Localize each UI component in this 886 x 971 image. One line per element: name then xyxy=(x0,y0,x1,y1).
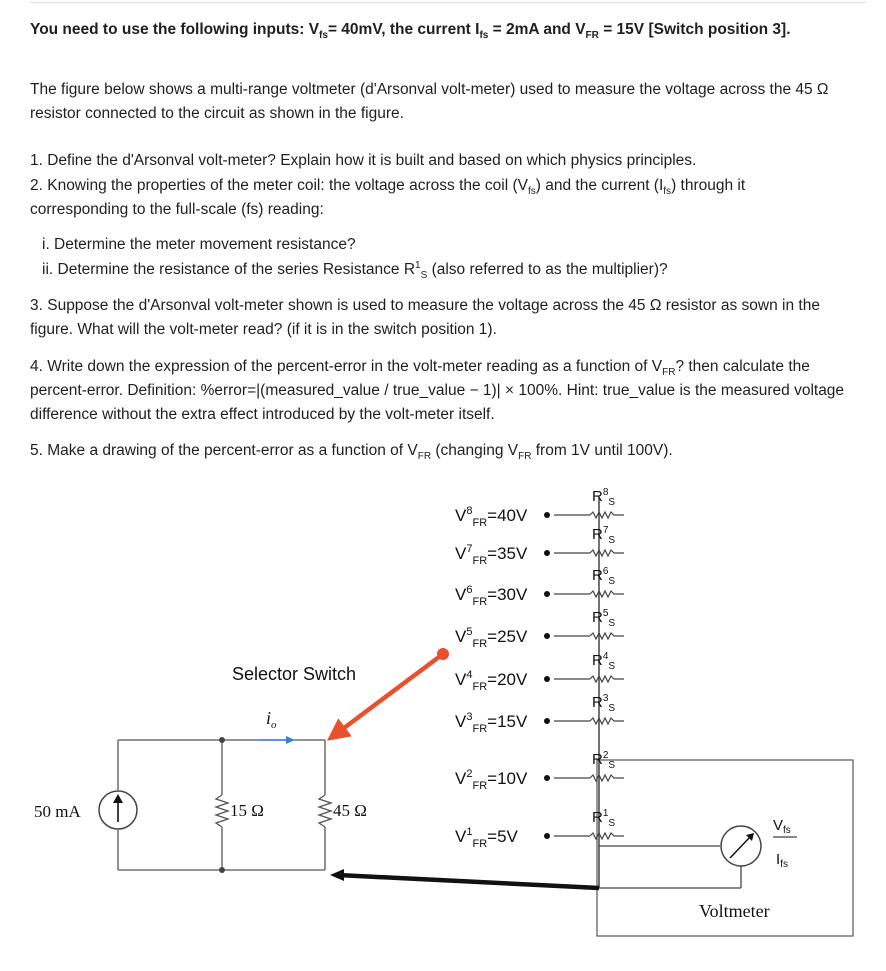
q5-part: 5. Make a drawing of the percent-error a… xyxy=(30,442,418,459)
resistor-label: R5S xyxy=(592,608,615,629)
r45-resistor-zigzag xyxy=(316,794,334,828)
header-part: = 2mA and V xyxy=(488,21,586,38)
q4-part: ? then calculate the xyxy=(675,358,810,375)
q2-sub: fs xyxy=(527,186,536,198)
resistor-label: R2S xyxy=(592,750,615,771)
q4-part: 4. Write down the expression of the perc… xyxy=(30,358,663,375)
question-2-line-2: corresponding to the full-scale (fs) rea… xyxy=(30,201,324,218)
question-4-line-2: percent-error. Definition: %error=|(meas… xyxy=(30,382,845,399)
question-3-line-2: figure. What will the volt-meter read? (… xyxy=(30,321,497,338)
intro-line-1: The figure below shows a multi-range vol… xyxy=(30,81,829,98)
resistor-label: R8S xyxy=(592,487,615,508)
header-sub: fs xyxy=(319,30,328,42)
question-2-ii: ii. Determine the resistance of the seri… xyxy=(42,258,668,282)
meter-needle-head xyxy=(746,833,754,841)
header-sub: fs xyxy=(479,30,489,42)
resistor-label: R1S xyxy=(592,808,615,829)
q4-sub: FR xyxy=(662,367,676,379)
header-part: = 15V [Switch position 3]. xyxy=(598,21,791,38)
range-terminal[interactable] xyxy=(544,833,550,839)
r45-label: 45 Ω xyxy=(333,801,367,820)
r15-resistor-zigzag xyxy=(213,794,231,828)
header-sub: FR xyxy=(585,30,599,42)
series-resistor xyxy=(589,831,624,841)
selector-arrow xyxy=(326,652,445,741)
range-terminal[interactable] xyxy=(544,633,550,639)
voltmeter-label: Voltmeter xyxy=(699,901,770,921)
q2ii-sub: S xyxy=(420,270,428,282)
series-resistor xyxy=(589,716,624,726)
r15-label: 15 Ω xyxy=(230,801,264,820)
series-resistor xyxy=(589,631,624,641)
resistor-label: R6S xyxy=(592,566,615,587)
range-terminal[interactable] xyxy=(544,550,550,556)
meter-ifs-label: Ifs xyxy=(776,851,788,870)
range-label: V8FR=40V xyxy=(455,505,528,529)
q5-sub: FR xyxy=(417,451,432,463)
range-label: V7FR=35V xyxy=(455,543,528,567)
return-lead xyxy=(337,872,600,891)
range-terminal[interactable] xyxy=(544,775,550,781)
range-label: V2FR=10V xyxy=(455,768,528,792)
source-arrow-head xyxy=(113,794,123,803)
resistor-label: R3S xyxy=(592,693,615,714)
q2ii-sup: 1 xyxy=(415,259,421,271)
q2ii-part: ii. Determine the resistance of the seri… xyxy=(42,261,416,278)
q5-part: (changing V xyxy=(431,442,519,459)
q2-part: ) through it xyxy=(671,177,746,194)
node-dot xyxy=(219,867,225,873)
range-terminal[interactable] xyxy=(544,591,550,597)
range-list: V8FR=40V R8S V7FR=35V R7S V6FR=30V R6S V5FR=25… xyxy=(455,487,624,850)
question-2-i: i. Determine the meter movement resistan… xyxy=(42,236,356,253)
header-part: You need to use the following inputs: V xyxy=(30,21,320,38)
meter-vfs-label: Vfs xyxy=(773,817,791,836)
current-arrow-head xyxy=(286,736,295,744)
series-resistor xyxy=(589,773,624,783)
question-1: 1. Define the d'Arsonval volt-meter? Exp… xyxy=(30,152,697,169)
question-5: 5. Make a drawing of the percent-error a… xyxy=(30,439,673,463)
series-resistor xyxy=(589,510,624,520)
range-terminal[interactable] xyxy=(544,676,550,682)
header-part: = 40mV, the current I xyxy=(327,21,480,38)
source-label: 50 mA xyxy=(34,802,81,821)
q2-part: 2. Knowing the properties of the meter c… xyxy=(30,177,528,194)
series-resistor xyxy=(589,674,624,684)
problem-header: You need to use the following inputs: Vf… xyxy=(30,18,791,42)
series-resistor xyxy=(589,548,624,558)
question-4-line-1: 4. Write down the expression of the perc… xyxy=(30,355,810,379)
resistor-label: R4S xyxy=(592,651,615,672)
selector-switch-label: Selector Switch xyxy=(232,664,356,684)
q2ii-part: (also referred to as the multiplier)? xyxy=(427,261,668,278)
range-label: V5FR=25V xyxy=(455,626,528,650)
node-dot xyxy=(219,737,225,743)
q5-part: from 1V until 100V). xyxy=(531,442,673,459)
range-terminal[interactable] xyxy=(544,718,550,724)
resistor-label: R7S xyxy=(592,525,615,546)
series-resistor xyxy=(589,589,624,599)
current-label: io xyxy=(266,708,277,731)
question-2-line-1: 2. Knowing the properties of the meter c… xyxy=(30,174,745,198)
question-3-line-1: 3. Suppose the d'Arsonval volt-meter sho… xyxy=(30,297,820,314)
range-label: V6FR=30V xyxy=(455,584,528,608)
q2-sub: fs xyxy=(663,186,672,198)
range-label: V3FR=15V xyxy=(455,711,528,735)
range-terminal[interactable] xyxy=(544,512,550,518)
meter-needle xyxy=(729,835,752,859)
voltmeter-box xyxy=(596,759,854,937)
intro-line-2: resistor connected to the circuit as sho… xyxy=(30,105,404,122)
selector-pivot xyxy=(437,648,449,660)
top-divider xyxy=(30,2,866,3)
source-network xyxy=(117,739,334,871)
q5-sub: FR xyxy=(518,451,532,463)
range-label: V4FR=20V xyxy=(455,669,528,693)
q2-part: ) and the current (I xyxy=(535,177,664,194)
return-lead-head xyxy=(330,869,344,881)
question-4-line-3: difference without the extra effect intr… xyxy=(30,406,495,423)
range-label: V1FR=5V xyxy=(455,826,519,850)
